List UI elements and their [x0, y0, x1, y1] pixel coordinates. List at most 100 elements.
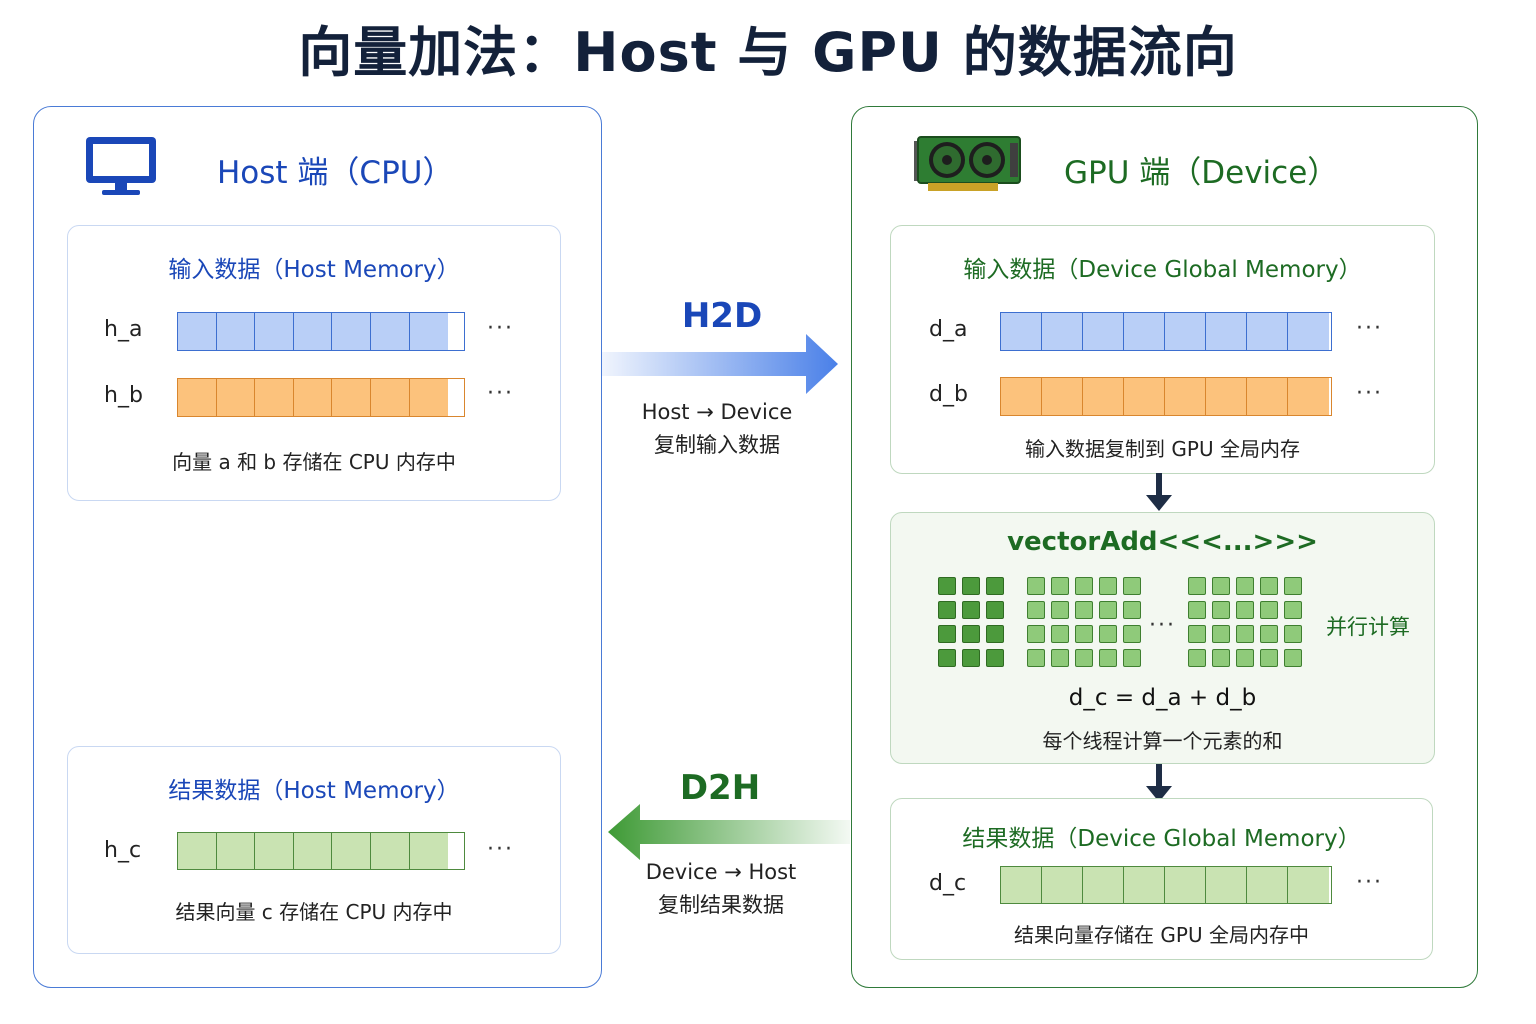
thread-cell: [1236, 649, 1254, 667]
thread-cell: [938, 649, 956, 667]
thread-cell: [986, 649, 1004, 667]
thread-cell: [1027, 649, 1045, 667]
d-b-label: d_b: [929, 382, 968, 407]
array-cell: [409, 833, 449, 869]
array-cell: [1042, 867, 1083, 903]
array-cell: [293, 833, 333, 869]
thread-cell: [1123, 601, 1141, 619]
thread-cell: [1284, 649, 1302, 667]
thread-cell: [1236, 625, 1254, 643]
gpu-input-box: 输入数据（Device Global Memory） d_a ··· d_b ·…: [890, 225, 1435, 474]
gpu-result-box: 结果数据（Device Global Memory） d_c ··· 结果向量存…: [890, 798, 1433, 960]
h2d-label: H2D: [681, 296, 763, 336]
thread-cell: [1075, 649, 1093, 667]
host-result-caption: 结果向量 c 存储在 CPU 内存中: [175, 900, 453, 924]
array-cell: [1042, 378, 1083, 415]
array-cell: [1165, 378, 1206, 415]
thread-cell: [986, 577, 1004, 595]
array-cell: [178, 379, 217, 416]
array-cell: [370, 379, 410, 416]
thread-block-3: [1188, 577, 1302, 667]
host-result-box: 结果数据（Host Memory） h_c ··· 结果向量 c 存储在 CPU…: [67, 746, 561, 954]
kernel-formula: d_c = d_a + d_b: [1068, 685, 1257, 711]
thread-cell: [1260, 649, 1278, 667]
host-input-box: 输入数据（Host Memory） h_a ··· h_b ··· 向量 a 和…: [67, 225, 561, 501]
array-cell: [1124, 378, 1165, 415]
array-cell: [332, 379, 371, 416]
thread-cell: [1260, 577, 1278, 595]
gpu-input-title: 输入数据（Device Global Memory）: [963, 257, 1362, 283]
h-c-ellipsis: ···: [487, 837, 514, 862]
h-b-array: [177, 378, 465, 417]
thread-cell: [1051, 649, 1069, 667]
d-c-array: [1000, 866, 1332, 904]
thread-cell: [1212, 601, 1230, 619]
array-cell: [1083, 378, 1124, 415]
h-b-ellipsis: ···: [487, 381, 514, 406]
array-cell: [1124, 867, 1165, 903]
d-c-ellipsis: ···: [1356, 870, 1383, 895]
thread-cell: [1188, 649, 1206, 667]
array-cell: [293, 379, 333, 416]
host-result-title: 结果数据（Host Memory）: [168, 778, 460, 804]
thread-cell: [1051, 625, 1069, 643]
d-a-label: d_a: [929, 317, 968, 342]
thread-cell: [1260, 601, 1278, 619]
thread-cell: [962, 649, 980, 667]
array-cell: [178, 833, 217, 869]
thread-cell: [1123, 577, 1141, 595]
d-b-ellipsis: ···: [1356, 381, 1383, 406]
host-input-title: 输入数据（Host Memory）: [168, 257, 460, 283]
thread-cell: [1236, 577, 1254, 595]
array-cell: [255, 379, 294, 416]
h-c-label: h_c: [104, 838, 142, 863]
parallel-label: 并行计算: [1326, 615, 1410, 639]
thread-block-1: [938, 577, 1004, 667]
array-cell: [216, 379, 256, 416]
array-cell: [370, 833, 410, 869]
array-cell: [178, 313, 217, 350]
array-cell: [216, 313, 256, 350]
thread-cell: [1212, 649, 1230, 667]
kernel-box: vectorAdd<<<...>>> ··· 并行计算 d_c = d_a + …: [890, 512, 1435, 764]
array-cell: [1206, 867, 1247, 903]
array-cell: [1042, 313, 1083, 350]
thread-cell: [938, 601, 956, 619]
array-cell: [1001, 378, 1042, 415]
h-a-ellipsis: ···: [487, 316, 514, 341]
array-cell: [216, 833, 256, 869]
gpu-input-caption: 输入数据复制到 GPU 全局内存: [1025, 437, 1300, 461]
array-cell: [1165, 867, 1206, 903]
array-cell: [332, 833, 371, 869]
down-arrow-icon: [1146, 473, 1172, 511]
thread-cell: [1236, 601, 1254, 619]
gpu-panel: GPU 端（Device） 输入数据（Device Global Memory）…: [851, 106, 1478, 988]
thread-cell: [1188, 577, 1206, 595]
array-cell: [409, 379, 449, 416]
array-cell: [1206, 313, 1247, 350]
thread-cell: [1099, 601, 1117, 619]
gpu-panel-title: GPU 端（Device）: [1064, 155, 1339, 191]
thread-cell: [1212, 577, 1230, 595]
h-a-label: h_a: [104, 317, 143, 342]
kernel-title: vectorAdd<<<...>>>: [1007, 527, 1318, 557]
array-cell: [1001, 867, 1042, 903]
thread-cell: [962, 625, 980, 643]
gpu-result-title: 结果数据（Device Global Memory）: [962, 826, 1361, 852]
gpu-result-caption: 结果向量存储在 GPU 全局内存中: [1014, 923, 1309, 947]
gpu-card-icon: [914, 136, 1021, 191]
thread-cell: [1284, 625, 1302, 643]
d2h-arrow: [608, 804, 850, 860]
h2d-description: 复制输入数据: [654, 433, 780, 457]
array-cell: [1288, 867, 1329, 903]
thread-block-2: [1027, 577, 1141, 667]
d-a-ellipsis: ···: [1356, 316, 1383, 341]
thread-cell: [1123, 649, 1141, 667]
host-panel-title: Host 端（CPU）: [217, 155, 454, 191]
array-cell: [1206, 378, 1247, 415]
array-cell: [332, 313, 371, 350]
thread-cell: [986, 601, 1004, 619]
thread-cell: [1099, 625, 1117, 643]
thread-cell: [1099, 649, 1117, 667]
thread-cell: [1284, 577, 1302, 595]
